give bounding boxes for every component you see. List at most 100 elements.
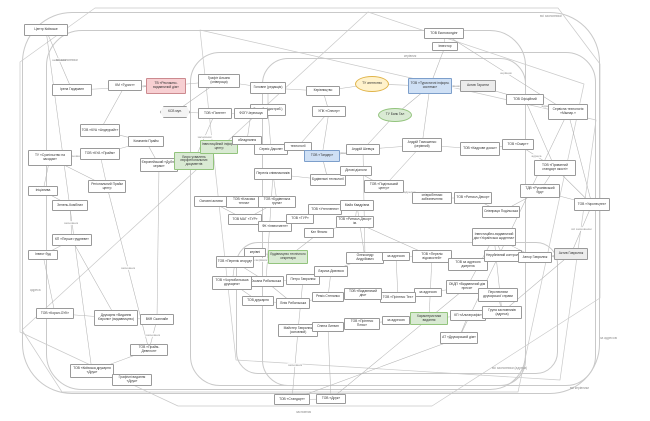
diagram-node[interactable]: Бюро ухвалень єврорегіональних документі…	[174, 152, 214, 170]
diagram-node[interactable]: Компанія Прайм	[128, 136, 164, 147]
diagram-node[interactable]: співробітники забезпечення	[412, 192, 452, 204]
diagram-node[interactable]: ТУ Банк Гал	[378, 108, 412, 122]
diagram-node[interactable]: Графіт Альянс (співпраця)	[198, 74, 240, 88]
diagram-node[interactable]: Керівництво	[306, 86, 340, 96]
diagram-node[interactable]: Оксана Рибальська	[248, 276, 284, 287]
diagram-node[interactable]: за адресою	[382, 316, 410, 325]
diagram-node[interactable]: ТОВ друкарня	[242, 296, 274, 306]
diagram-node[interactable]: Андрій Шевчук	[346, 144, 380, 155]
diagram-node[interactable]: ТОВ «Перелік відомостей»	[412, 250, 452, 263]
diagram-node[interactable]: Майя Квадрівна	[340, 200, 374, 211]
diagram-node[interactable]: Сервіс Даркнет	[254, 144, 288, 155]
diagram-node[interactable]: ТОВ «Перелік споруд»	[216, 256, 254, 268]
diagram-node[interactable]: Інвестиційно-видавничий дім «Українська …	[472, 228, 516, 246]
diagram-node[interactable]: ТОВ «Приватний стандарт якості»	[534, 160, 576, 176]
diagram-node[interactable]: Лілія Рибальська	[276, 298, 310, 309]
diagram-edge	[99, 85, 126, 131]
diagram-node[interactable]: Сервісна технологія «Міжнар.»	[548, 104, 588, 120]
diagram-node[interactable]: Співпраця Подільська	[482, 206, 520, 218]
diagram-node[interactable]: ТУ «Суспільство на засадах»	[28, 150, 72, 166]
diagram-node[interactable]: Група засновників (адреса)	[482, 306, 522, 319]
diagram-node[interactable]: Будівництво технічного секретаря	[268, 250, 308, 264]
diagram-node[interactable]: УПК «Спектр»	[312, 106, 346, 117]
diagram-node[interactable]: Головне (редакція)	[250, 82, 286, 94]
diagram-node[interactable]: АТ «Друкарський дім»	[440, 332, 478, 344]
diagram-node[interactable]: ТОВ «Прінтекс Тех»	[380, 292, 416, 303]
diagram-node[interactable]: КСВ мун.	[160, 106, 190, 118]
diagram-node[interactable]: ТОВ «Кадрове досьє»	[460, 142, 500, 156]
diagram-node[interactable]: ТОВ «Прінтекс Плюс»	[344, 318, 380, 330]
diagram-node[interactable]: Європейський «Дублін керам»	[140, 158, 178, 172]
diagram-node[interactable]: Реміз Степанко	[312, 292, 344, 302]
diagram-node[interactable]: ТОВ Експохолдінг	[424, 28, 464, 39]
diagram-node[interactable]: ТВ «Рекламно-видавничий дім»	[146, 78, 186, 94]
diagram-edge	[427, 256, 433, 319]
diagram-node[interactable]: ТОВ «Смарт»	[502, 139, 534, 150]
diagram-node[interactable]: ТОВ Офіційний	[506, 94, 544, 105]
diagram-node[interactable]: ТОВ «Будівельна група»	[258, 196, 296, 208]
diagram-node[interactable]: Лариса Дивлюся	[314, 266, 348, 277]
diagram-node[interactable]: Олександр Андрійович	[346, 252, 384, 264]
diagram-node[interactable]: Центр Київське	[24, 24, 68, 36]
diagram-node[interactable]: Ініціатива	[28, 186, 58, 196]
diagram-node[interactable]: Регіональний Прайм центр	[88, 180, 126, 193]
diagram-node[interactable]: ТОВ «Утеплення»	[308, 204, 342, 215]
diagram-node[interactable]: Кат Фінанс	[304, 228, 334, 238]
diagram-node[interactable]: ТОВ «Ритмол-Декор» ім.	[336, 216, 374, 228]
diagram-node[interactable]: Неруйнівний контроль	[484, 250, 522, 262]
diagram-node[interactable]: ТОВ «Стандарт»	[274, 394, 310, 405]
diagram-node[interactable]: ТУ агентство	[355, 76, 389, 92]
diagram-node[interactable]: Інвест буд	[28, 250, 58, 260]
diagram-node[interactable]: ТОВ «Укрспецтех»	[574, 198, 610, 211]
diagram-edge	[267, 109, 272, 150]
diagram-node[interactable]: Інвестор	[432, 42, 458, 51]
diagram-node[interactable]: ТОВ «Подільський центр»	[364, 180, 404, 193]
diagram-node[interactable]: ТОВ «Видавничий дім»	[344, 288, 382, 300]
diagram-node[interactable]: ТОВ «Прайм-Девелоп»	[130, 344, 168, 356]
diagram-node[interactable]: ТОВ «Корал-ОУК»	[36, 308, 74, 319]
diagram-node[interactable]: Ділові діалоги	[340, 166, 372, 176]
diagram-node[interactable]: Актив Гаранти	[460, 80, 496, 92]
diagram-node[interactable]: Автор Гаврилюк	[518, 252, 552, 263]
diagram-node[interactable]: Зелень-Комбінат	[52, 200, 88, 211]
diagram-node[interactable]: за адресою	[414, 288, 442, 297]
diagram-node[interactable]: Характеристики видання	[410, 312, 448, 325]
diagram-node[interactable]: ТОВ за адресою джерела	[448, 258, 488, 271]
diagram-edge	[524, 99, 556, 169]
diagram-node[interactable]: ТОВ «КУА «Андеррайт»	[80, 124, 120, 137]
diagram-node[interactable]: Друкарня «Видання Європи» (видавництво)	[94, 310, 138, 326]
diagram-edge	[291, 330, 299, 400]
diagram-edge	[458, 111, 569, 339]
diagram-node[interactable]: ТОВ «ТУР»	[286, 214, 314, 224]
diagram-edge	[395, 256, 400, 298]
diagram-node[interactable]: Перелік співвласників	[254, 168, 292, 180]
diagram-node[interactable]: Ірена Гардманн	[52, 84, 92, 96]
diagram-node[interactable]: Олена Литвин	[312, 322, 344, 332]
diagram-node[interactable]: ТОВ «Класика тепла»	[226, 196, 262, 208]
diagram-node[interactable]: ВКФ Сканлайн	[140, 314, 174, 325]
diagram-node[interactable]: ТОВ «Ритмол-Декор»	[454, 192, 492, 204]
diagram-node[interactable]: ТОВ «КУА «Прайм»	[80, 148, 120, 160]
diagram-node[interactable]: КП «Альтаграфік»	[450, 310, 486, 321]
diagram-edge	[42, 254, 56, 314]
diagram-edge	[321, 111, 330, 157]
diagram-edge	[567, 111, 593, 205]
diagram-node[interactable]: ТОВ «Туристичні інформ. системи»	[408, 78, 452, 94]
diagram-node[interactable]: Основні активи	[194, 196, 228, 207]
diagram-node[interactable]: за адресою	[382, 252, 410, 261]
diagram-node[interactable]: ТОВ «Друк»	[316, 394, 346, 404]
diagram-node[interactable]: ТОВ «Київська друкарня «Друк»	[70, 364, 114, 378]
diagram-node[interactable]: КП «Перше грудневе»	[52, 234, 92, 246]
diagram-node[interactable]: ТДВ «Русанівський буд»	[520, 184, 560, 198]
diagram-node[interactable]: Графічні видання «Друк»	[112, 374, 152, 386]
diagram-node[interactable]: ФОП Чернишук	[234, 108, 268, 119]
diagram-edge	[71, 239, 117, 319]
diagram-node[interactable]: ТОВ МАГ «ТУР»	[228, 214, 262, 225]
diagram-node[interactable]: ТОВ «Патент»	[198, 108, 232, 119]
diagram-node[interactable]: Андрій Тимошенко (керівний)	[402, 138, 442, 152]
diagram-node[interactable]: Перспективи друкарської справи	[478, 288, 518, 302]
diagram-node[interactable]: Актив Гаврилюк	[554, 248, 588, 260]
diagram-node[interactable]: КМ «Турист»	[108, 80, 142, 91]
diagram-node[interactable]: ТОВ «Тандер»	[304, 150, 340, 162]
diagram-node[interactable]: ТОВ «Чорнобильська друкарня»	[212, 276, 252, 290]
